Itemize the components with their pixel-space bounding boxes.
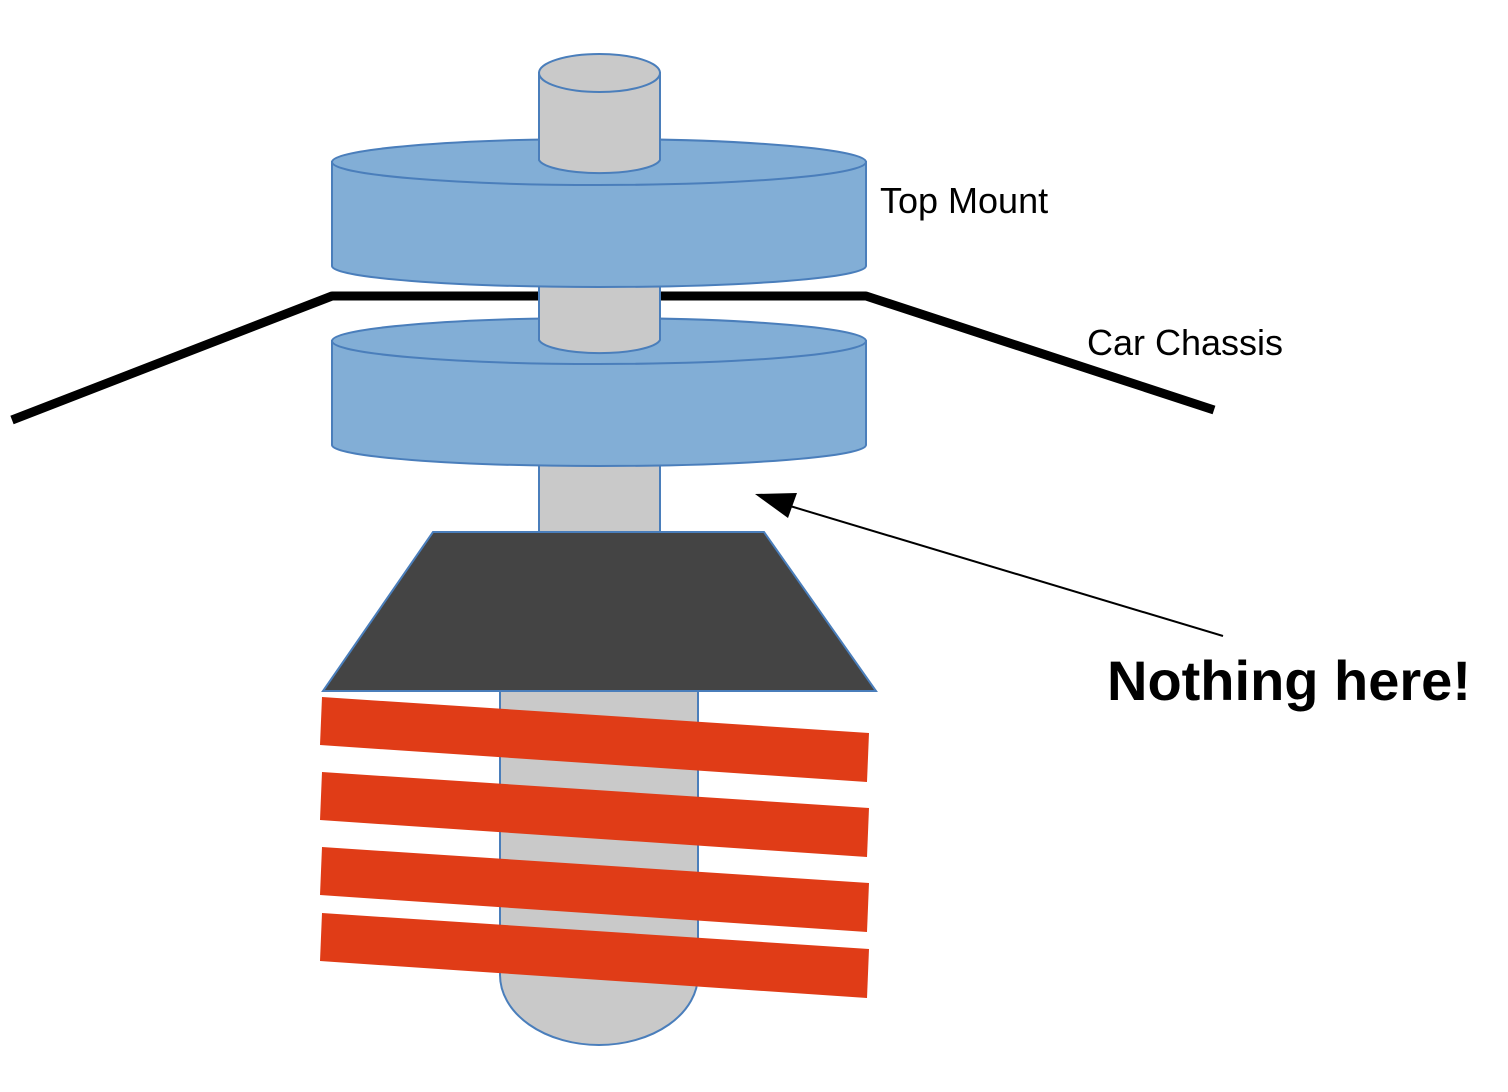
shaft-over-chassis bbox=[540, 288, 659, 302]
coil-bar bbox=[320, 697, 869, 782]
shaft-top bbox=[538, 53, 661, 175]
coil-bar bbox=[320, 913, 869, 998]
coil-spring bbox=[320, 697, 869, 998]
spring-perch bbox=[321, 531, 878, 692]
coil-bar bbox=[320, 772, 869, 857]
coil-bar bbox=[320, 847, 869, 932]
callout-arrow bbox=[755, 493, 1224, 637]
car-chassis-label: Car Chassis bbox=[1087, 322, 1284, 363]
arrowhead-icon bbox=[755, 493, 797, 518]
top-mount-label: Top Mount bbox=[880, 180, 1049, 221]
callout-label: Nothing here! bbox=[1107, 649, 1471, 712]
shaft-lower bbox=[538, 454, 661, 536]
